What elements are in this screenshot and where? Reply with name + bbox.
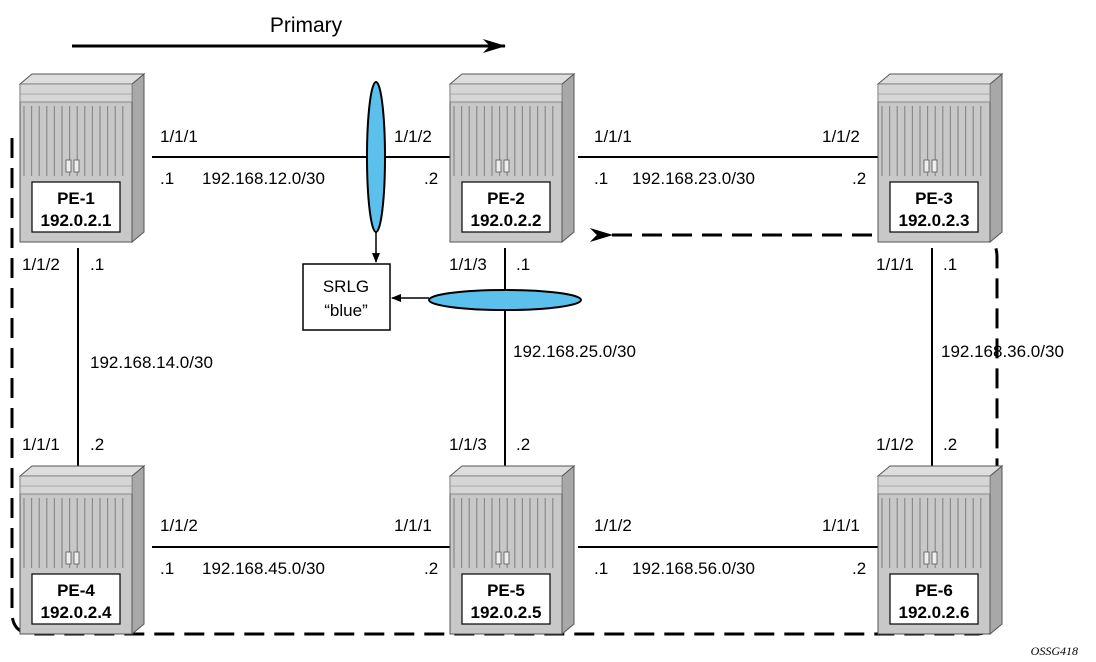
host-label: .1 [516,255,530,274]
host-label: .2 [852,559,866,578]
srlg-label-line2: “blue” [324,301,368,320]
port-label: 1/1/3 [449,255,487,274]
figure-id: OSSG418 [1031,644,1078,658]
router-pe3[interactable]: PE-3 192.0.2.3 [876,72,1004,244]
router-ip: 192.0.2.5 [471,603,542,622]
host-label: .1 [594,559,608,578]
router-ip: 192.0.2.1 [41,211,112,230]
subnet-label: 192.168.36.0/30 [941,342,1064,361]
port-label: 1/1/2 [822,127,860,146]
router-ip: 192.0.2.2 [471,211,542,230]
host-label: .1 [594,169,608,188]
router-pe6[interactable]: PE-6 192.0.2.6 [876,464,1004,636]
router-name: PE-6 [915,581,953,600]
router-name: PE-3 [915,189,953,208]
host-label: .2 [90,435,104,454]
subnet-label: 192.168.12.0/30 [202,169,325,188]
srlg-ellipse-vertical[interactable] [366,81,386,233]
router-ip: 192.0.2.3 [899,211,970,230]
port-label: 1/1/2 [594,516,632,535]
host-label: .2 [516,435,530,454]
port-label: 1/1/3 [449,435,487,454]
host-label: .1 [943,255,957,274]
router-name: PE-1 [57,189,95,208]
host-label: .2 [424,169,438,188]
host-label: .2 [943,435,957,454]
primary-label: Primary [270,14,343,37]
subnet-label: 192.168.56.0/30 [632,559,755,578]
srlg-box [302,263,391,331]
router-ip: 192.0.2.4 [41,603,112,622]
router-name: PE-4 [57,581,95,600]
srlg-label-line1: SRLG [323,277,369,296]
links [77,156,933,548]
port-label: 1/1/1 [160,127,198,146]
port-label: 1/1/1 [22,435,60,454]
host-label: .1 [160,559,174,578]
port-label: 1/1/1 [594,127,632,146]
router-pe1[interactable]: PE-1 192.0.2.1 [18,72,146,244]
host-label: .2 [424,559,438,578]
router-pe2[interactable]: PE-2 192.0.2.2 [448,72,576,244]
port-label: 1/1/2 [160,516,198,535]
port-label: 1/1/2 [876,435,914,454]
router-pe5[interactable]: PE-5 192.0.2.5 [448,464,576,636]
host-label: .1 [90,255,104,274]
host-label: .1 [160,169,174,188]
router-pe4[interactable]: PE-4 192.0.2.4 [18,464,146,636]
srlg-ellipse-horizontal[interactable] [428,289,582,311]
host-label: .2 [852,169,866,188]
subnet-label: 192.168.14.0/30 [90,353,213,372]
port-label: 1/1/1 [822,516,860,535]
port-label: 1/1/2 [394,127,432,146]
subnet-label: 192.168.25.0/30 [513,342,636,361]
port-label: 1/1/1 [394,516,432,535]
subnet-label: 192.168.23.0/30 [632,169,755,188]
router-ip: 192.0.2.6 [899,603,970,622]
port-label: 1/1/1 [876,255,914,274]
routers: PE-1192.0.2.1PE-2192.0.2.2PE-3192.0.2.3P… [18,72,1004,636]
router-name: PE-2 [487,189,525,208]
router-name: PE-5 [487,581,525,600]
port-label: 1/1/2 [22,255,60,274]
subnet-label: 192.168.45.0/30 [202,559,325,578]
